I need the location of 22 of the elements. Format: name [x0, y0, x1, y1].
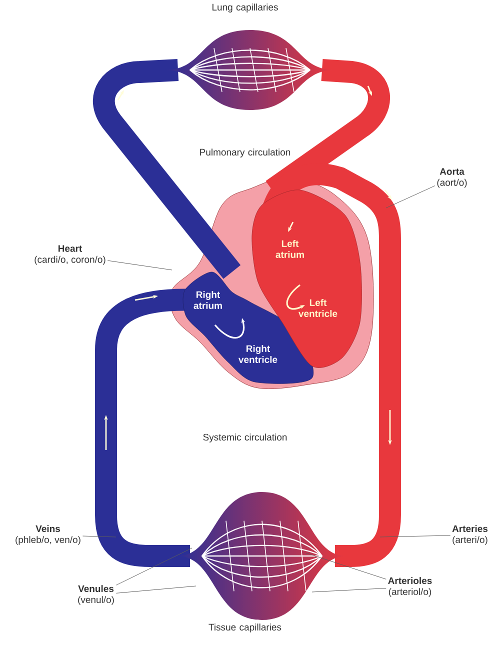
region-label: Systemic circulation [203, 434, 287, 442]
leader-line [386, 185, 436, 208]
part-label: Arteries (arteri/o) [452, 525, 488, 545]
region-label: Lung capillaries [212, 4, 278, 12]
part-label: Heart (cardi/o, coron/o) [34, 245, 106, 265]
part-label: Venules (venul/o) [78, 585, 114, 605]
leader-line [380, 535, 451, 538]
chamber-label: Right ventricle [238, 345, 278, 363]
leader-line [306, 552, 386, 580]
part-label: Veins (phleb/o, ven/o) [16, 525, 80, 545]
leader-line [116, 586, 196, 594]
leader-line [82, 536, 116, 538]
chamber-label: Left atrium [276, 240, 304, 258]
chamber-label: Left ventricle [298, 299, 338, 317]
leader-line [107, 260, 172, 270]
part-label: Arterioles (arteriol/o) [388, 577, 432, 597]
region-label: Tissue capillaries [208, 624, 282, 632]
region-label: Pulmonary circulation [200, 148, 290, 158]
leader-line [116, 548, 192, 586]
part-label: Aorta (aort/o) [437, 168, 467, 188]
leader-line [312, 588, 386, 592]
chamber-label: Right atrium [194, 291, 222, 309]
